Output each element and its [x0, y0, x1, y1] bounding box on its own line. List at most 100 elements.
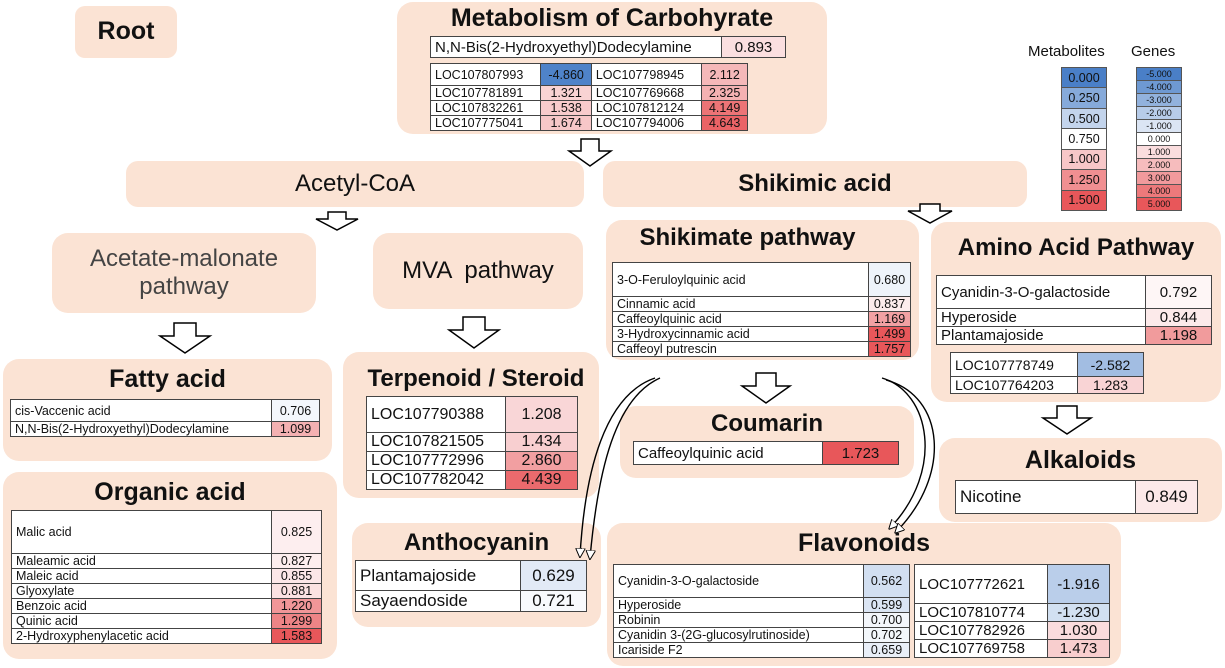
- block-arrow-shikimate-down: [739, 372, 793, 404]
- legend-swatch: -3.000: [1136, 93, 1182, 107]
- legend-swatch: 1.500: [1061, 189, 1107, 212]
- metabolite-value: 1.299: [271, 613, 322, 629]
- metabolite-value: 0.893: [721, 36, 786, 58]
- legend-row: 2.000: [1136, 158, 1182, 172]
- metabolite-value: 0.721: [520, 590, 587, 612]
- mva-node: [373, 233, 583, 309]
- curved-arrow-to-anthocyanin: [580, 377, 656, 556]
- gene-value: 2.112: [701, 63, 748, 86]
- legend-row: 3.000: [1136, 171, 1182, 185]
- metabolite-name: 3-Hydroxycinnamic acid: [612, 326, 869, 342]
- gene-id: LOC107769758: [914, 639, 1048, 658]
- legend-row: 0.750: [1061, 128, 1107, 150]
- carbohydrate-gene-table: LOC107807993 -4.860 LOC107798945 2.112 L…: [429, 63, 748, 131]
- shikimate-pathway-title: Shikimate pathway: [639, 224, 856, 251]
- metabolite-value: 0.599: [863, 597, 910, 613]
- legend-swatch: 3.000: [1136, 171, 1182, 185]
- acetate-malonate-node: [52, 233, 316, 313]
- acetate-malonate-title: Acetate-malonate pathway: [52, 233, 316, 313]
- block-arrow-carbohydrate-down: [566, 138, 614, 167]
- mva-title: MVA pathway: [402, 256, 554, 284]
- metabolite-value: 0.849: [1135, 480, 1198, 514]
- legend-row: -3.000: [1136, 93, 1182, 107]
- metabolite-value: 1.099: [271, 421, 320, 437]
- flavonoids-title: Flavonoids: [798, 529, 930, 557]
- metabolite-name: Sayaendoside: [355, 590, 521, 612]
- acetyl-coa-title: Acetyl-CoA: [294, 169, 416, 197]
- legend-swatch: 0.000: [1061, 66, 1107, 89]
- legend-row: 0.250: [1061, 87, 1107, 109]
- metabolite-name: Hyperoside: [936, 308, 1146, 327]
- metabolite-value: 0.562: [863, 564, 910, 598]
- legend-row: -2.000: [1136, 106, 1182, 120]
- block-arrow-amino-down: [1040, 405, 1094, 435]
- legend-row: 4.000: [1136, 184, 1182, 198]
- metabolite-name: 3-O-Feruloylquinic acid: [612, 262, 869, 297]
- metabolite-name: Plantamajoside: [936, 326, 1146, 345]
- table-row: Cyanidin 3-(2G-glucosylrutinoside)0.702: [613, 627, 910, 643]
- gene-value: 4.439: [505, 470, 578, 490]
- gene-id: LOC107769668: [590, 85, 703, 101]
- gene-value: 4.643: [701, 115, 748, 131]
- shikimic-acid-title: Shikimic acid: [738, 169, 892, 197]
- block-arrow-mva-down: [446, 316, 502, 349]
- metabolite-value: 1.198: [1145, 326, 1212, 345]
- coumarin-title: Coumarin: [710, 410, 823, 437]
- legend-swatch: 0.500: [1061, 107, 1107, 130]
- legend-swatch: 5.000: [1136, 197, 1182, 211]
- curved-arrow-to-flavonoids: [881, 377, 926, 528]
- metabolite-value: 1.499: [868, 326, 911, 342]
- amino-acid-title: Amino Acid Pathway: [957, 234, 1195, 261]
- gene-id: LOC107807993: [429, 63, 542, 86]
- gene-id: LOC107782042: [366, 470, 506, 490]
- legend-row: 0.500: [1061, 107, 1107, 130]
- flavonoids-gene-table: LOC107772621-1.916 LOC107810774-1.230 LO…: [914, 564, 1110, 658]
- root-label: Root: [97, 17, 155, 46]
- acetyl-coa-node: [126, 161, 584, 207]
- gene-value: 1.283: [1077, 376, 1144, 394]
- gene-id: LOC107772621: [914, 564, 1048, 604]
- metabolite-name: Icariside F2: [613, 642, 864, 658]
- legend-genes-title: Genes: [1131, 43, 1176, 60]
- metabolite-value: 1.169: [868, 311, 911, 327]
- block-arrow-shikimic-down: [907, 203, 953, 224]
- alkaloids-title: Alkaloids: [1024, 446, 1137, 474]
- metabolite-name: Benzoic acid: [11, 598, 272, 614]
- legend-row: 5.000: [1136, 197, 1182, 211]
- metabolite-value: 0.700: [863, 612, 910, 628]
- carbohydrate-metabolite-table: N,N-Bis(2-Hydroxyethyl)Dodecylamine 0.89…: [430, 36, 786, 58]
- curved-arrow-to-flavonoids-left: [590, 377, 661, 558]
- terpenoid-title: Terpenoid / Steroid: [367, 365, 585, 392]
- root-node: [75, 6, 177, 58]
- metabolite-name: 2-Hydroxyphenylacetic acid: [11, 628, 272, 644]
- metabolite-name: Maleamic acid: [11, 553, 272, 569]
- metabolite-value: 0.881: [271, 583, 322, 599]
- legend-metabolites-title: Metabolites: [1028, 43, 1105, 60]
